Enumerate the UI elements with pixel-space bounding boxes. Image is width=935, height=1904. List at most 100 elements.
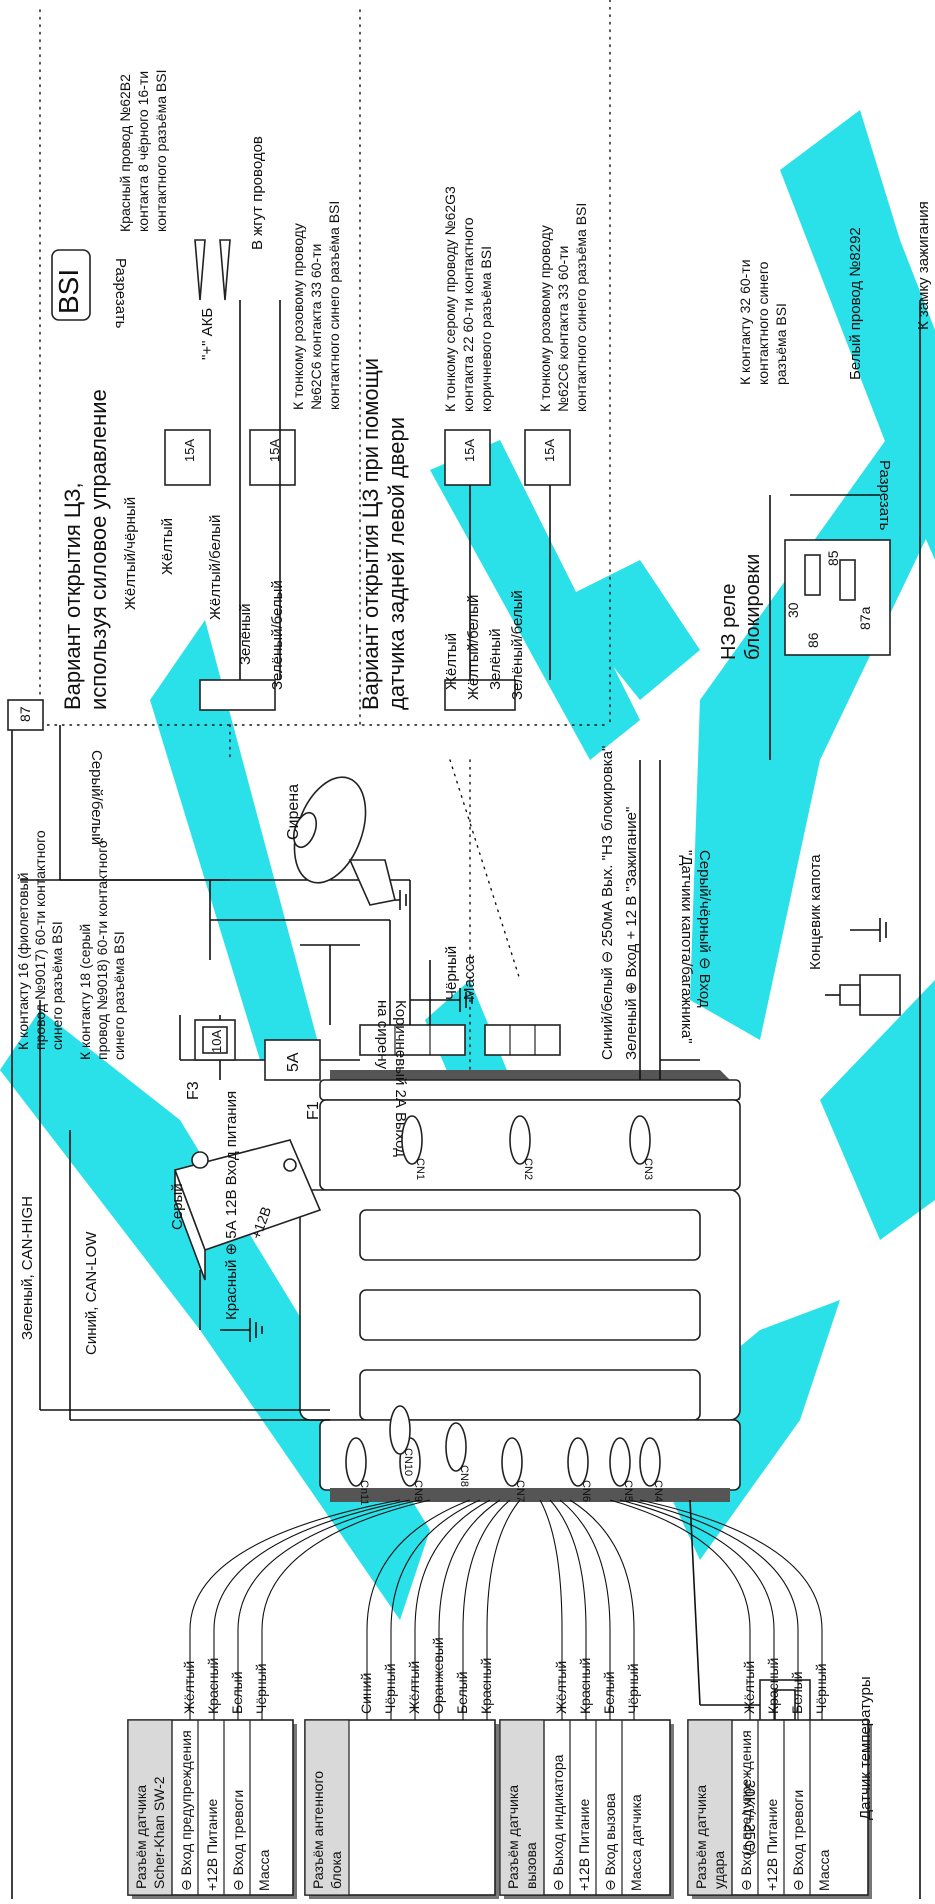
connector-cn5: CN5 (609, 1437, 634, 1502)
relay-pin-87a: 87a (857, 606, 873, 630)
sensor-title: Разъём датчика (133, 1785, 149, 1889)
connector-oval (401, 1115, 423, 1165)
relay-pin-86 (804, 554, 821, 596)
can-low-contact-1: К контакту 18 (серый (77, 924, 93, 1060)
siren-icon (292, 776, 396, 906)
sensor-wire-label: Красный (478, 1658, 494, 1714)
blue-white-label: Синий/белый ⊖ 250мА Вых. "НЗ блокировка" (599, 746, 616, 1060)
fuse-f3 (194, 1019, 236, 1061)
relay-title-2: блокировки (742, 554, 764, 660)
sensor-title: блока (328, 1851, 344, 1889)
connector-label: CN2 (522, 1158, 534, 1180)
sensor-wire-label: Оранжевый (430, 1637, 446, 1714)
gray-wire-text: Серый (169, 1183, 186, 1230)
can-high-wire: Зеленый, CAN-HIGH (19, 1196, 36, 1340)
unit-slot-2 (359, 1289, 701, 1341)
door-variant-fuse-1 (444, 429, 491, 486)
power-wire-label: Зелёный (237, 604, 254, 665)
connector-oval (445, 1422, 467, 1472)
siren-output-2: на сирену (374, 1000, 391, 1070)
ground-symbols (220, 890, 887, 1342)
bsi-badge-frame (51, 249, 91, 321)
connector-cn11: Cn11 (345, 1437, 370, 1505)
black-mass-label: Чёрный Масса (443, 946, 478, 1000)
connector-oval (501, 1437, 523, 1487)
can-low-contact-3: синего разъёма BSI (111, 931, 127, 1060)
connector-cn6: CN6 (567, 1437, 592, 1502)
cn1-plug-body (359, 1024, 466, 1056)
sensor-wire-label: Белый (601, 1671, 617, 1714)
siren-title: Сирена (285, 784, 302, 840)
door-gray-wire-1: К тонкому серому проводу №62G3 (442, 186, 458, 412)
sensor-wire-label: Чёрный (625, 1663, 641, 1714)
unit-top-rim (319, 1079, 741, 1101)
connector-oval (389, 1405, 411, 1455)
battery-terminal-minus (283, 1158, 297, 1172)
hood-switch-body (859, 974, 901, 1016)
can-low-label: Синий, CAN-LOW (83, 1231, 100, 1355)
door-variant-components (444, 429, 571, 711)
unit-slot-1 (359, 1209, 701, 1261)
power-red-wire-1: Красный провод №62В2 (117, 74, 133, 232)
relay-pin87-label: 87 (17, 706, 33, 722)
variant-power-line-2: используя силовое управление (86, 389, 111, 710)
can-high-contact-1: К контакту 16 (фиолетовый (15, 873, 31, 1050)
fuse-f1-label: F1 (305, 1101, 322, 1120)
fuse-f3-window (202, 1026, 228, 1054)
fuse-f3-label: F3 (185, 1081, 202, 1100)
power-fuse-2-label: 15A (267, 439, 282, 462)
power-variant-cut-left (194, 239, 206, 301)
sensor-wire-label: Жёлтый (553, 1661, 569, 1714)
power-variant-components (164, 239, 296, 711)
hood-sensor-input-2: "Датчики капота/багажника" (678, 850, 695, 1044)
temp-sensor-label: Датчик температуры (857, 1676, 874, 1820)
door-gray-wire: К тонкому серому проводу №62G3 контакта … (442, 186, 494, 412)
sensor-title: Разъём датчика (693, 1785, 709, 1889)
connector-oval (639, 1437, 661, 1487)
connector-label: CN5 (622, 1480, 634, 1502)
power-variant-fuse-2 (249, 429, 296, 486)
sensor-wire-label: Чёрный (382, 1663, 398, 1714)
sensor-wire-label: Жёлтый (741, 1661, 757, 1714)
power-red-wire-2: контакта 8 чёрного 16-ти (135, 71, 151, 232)
door-wire-label: Зелёный/белый (509, 590, 526, 700)
connector-cn8: CN8 (445, 1422, 470, 1487)
can-high-label: Зеленый, CAN-HIGH (19, 1196, 36, 1340)
relay-contact-32-3: разъёма BSI (773, 303, 789, 385)
can-low-contact: К контакту 18 (серый провод №9018) 60-ти… (77, 840, 127, 1060)
relay-pin-86-label: 86 (805, 632, 821, 648)
power-red-wire-3: контактного разъёма BSI (153, 70, 169, 232)
temp-sensor-value: 30К (+25С) (741, 1780, 758, 1856)
door-wire-label: Жёлтый/белый (465, 595, 482, 700)
door-variant-fuse-2 (524, 429, 571, 486)
power-cut-label: Разрезать (112, 258, 129, 329)
relay-pin-85 (839, 559, 856, 601)
power-pink-wire-3: контактного синего разъёма BSI (326, 201, 342, 410)
sensor-wire-label: Красный (205, 1658, 221, 1714)
relay-contact-32-2: контактного синего (755, 261, 771, 385)
power-input-label: Красный ⊕ 5А 12В Вход питания (223, 1091, 240, 1320)
power-wire-label: Жёлтый (159, 518, 176, 575)
door-gray-wire-2: контакта 22 60-ти контактного (460, 217, 476, 412)
hood-switch-plunger (839, 984, 861, 1006)
power-fuse-1-label: 15A (182, 439, 197, 462)
dotted-frames (39, 0, 611, 1091)
door-pink-wire-1: К тонкому розовому проводу (537, 225, 553, 412)
fuse-f1 (264, 1039, 321, 1081)
power-red-wire: Красный провод №62В2 контакта 8 чёрного … (117, 70, 169, 232)
top-wires (11, 720, 700, 1899)
bsi-badge-text: BSI (53, 269, 84, 314)
connector-label: CN3 (642, 1158, 654, 1180)
sensor-row: Масса (256, 1849, 272, 1891)
fuse-10a-label: 10A (209, 1030, 224, 1053)
hood-sensor-input: Серый/чёрный ⊖ Вход "Датчики капота/бага… (678, 850, 713, 1044)
variant-door-line-1: Вариант открытия ЦЗ при помощи (358, 358, 383, 710)
connector-label: CN4 (652, 1480, 664, 1502)
sensor-row: ⊖ Вход предупреждения (178, 1730, 194, 1891)
power-wire-label: Зелёный/белый (269, 580, 286, 690)
hood-switch-icon (825, 974, 901, 1016)
sensor-wire-label: Белый (454, 1671, 470, 1714)
